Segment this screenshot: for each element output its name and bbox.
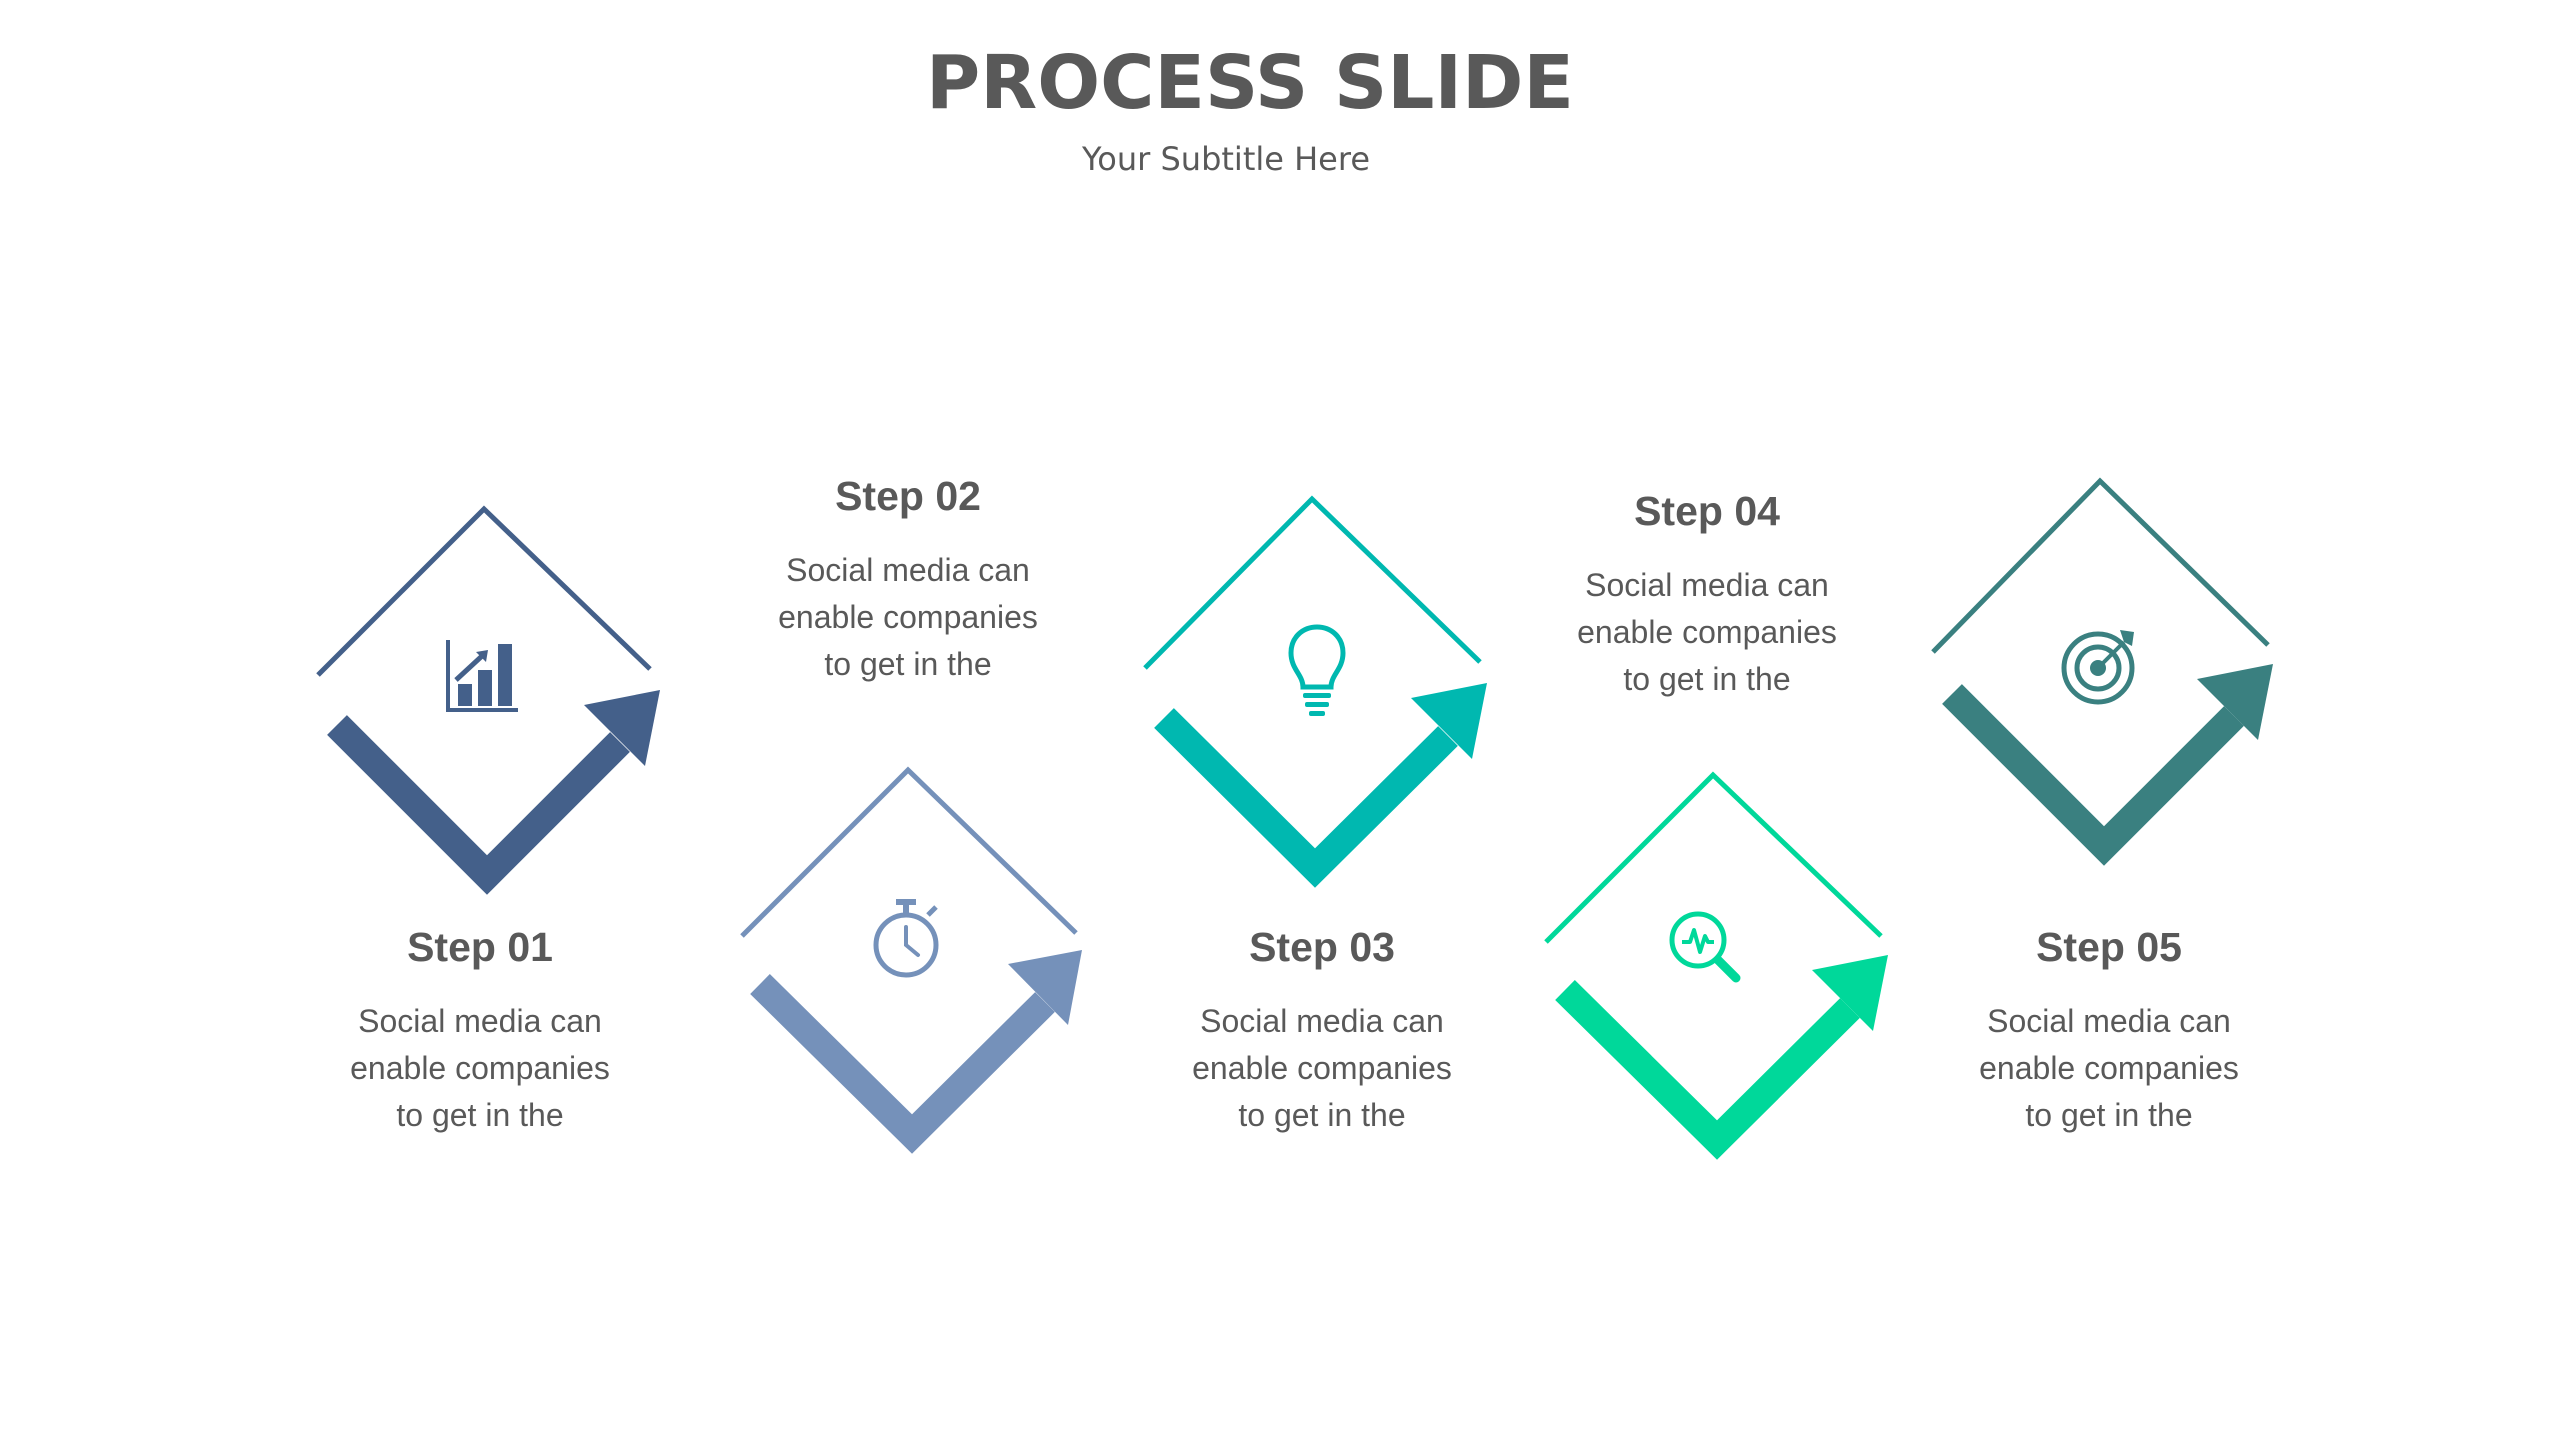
step-02-arrowhead	[1008, 950, 1082, 1025]
step-04-description: Social media can enable companies to get…	[1477, 562, 1937, 703]
step-05-line-3: to get in the	[2025, 1097, 2193, 1133]
step-02-title: Step 02	[835, 473, 981, 519]
step-03-diamond-outline	[1143, 495, 1482, 670]
step-01-arrow-body	[327, 715, 630, 895]
step-04-diamond	[1544, 771, 1888, 1160]
step-02-diamond-outline	[740, 766, 1078, 938]
step-05-diamond-outline	[1931, 477, 2270, 654]
step-05-arrow-body	[1942, 684, 2244, 866]
step-04-line-1: Social media can	[1585, 567, 1829, 603]
bar-chart-growth-icon	[446, 640, 518, 712]
step-05-text: Step 05 Social media can enable companie…	[1879, 922, 2339, 1139]
step-03-title: Step 03	[1249, 924, 1395, 970]
step-02-text: Step 02 Social media can enable companie…	[678, 471, 1138, 688]
step-05-diamond	[1931, 477, 2273, 866]
step-03-text: Step 03 Social media can enable companie…	[1092, 922, 1552, 1139]
step-05-line-1: Social media can	[1987, 1003, 2231, 1039]
step-03-diamond	[1143, 495, 1487, 888]
slide-title: PROCESS SLIDE	[926, 40, 1574, 126]
step-03-arrowhead	[1411, 683, 1487, 759]
step-02-description: Social media can enable companies to get…	[678, 547, 1138, 688]
step-04-line-3: to get in the	[1623, 661, 1791, 697]
step-01-arrowhead	[584, 690, 660, 766]
step-01-diamond	[316, 505, 660, 895]
step-03-line-2: enable companies	[1192, 1050, 1452, 1086]
step-02-line-2: enable companies	[778, 599, 1038, 635]
step-01-title: Step 01	[407, 924, 553, 970]
step-03-line-1: Social media can	[1200, 1003, 1444, 1039]
step-04-title: Step 04	[1634, 488, 1780, 534]
target-arrow-icon	[2061, 630, 2135, 705]
step-02-line-3: to get in the	[824, 646, 992, 682]
step-03-description: Social media can enable companies to get…	[1092, 998, 1552, 1139]
step-05-title: Step 05	[2036, 924, 2182, 970]
step-01-line-3: to get in the	[396, 1097, 564, 1133]
step-04-text: Step 04 Social media can enable companie…	[1477, 486, 1937, 703]
step-01-text: Step 01 Social media can enable companie…	[250, 922, 710, 1139]
lightbulb-icon	[1288, 624, 1346, 716]
step-04-line-2: enable companies	[1577, 614, 1837, 650]
magnifier-pulse-icon	[1669, 911, 1741, 983]
step-05-description: Social media can enable companies to get…	[1879, 998, 2339, 1139]
step-02-line-1: Social media can	[786, 552, 1030, 588]
step-01-description: Social media can enable companies to get…	[250, 998, 710, 1139]
step-01-line-1: Social media can	[358, 1003, 602, 1039]
step-05-arrowhead	[2197, 664, 2273, 740]
step-01-line-2: enable companies	[350, 1050, 610, 1086]
step-02-diamond	[740, 766, 1082, 1154]
step-01-diamond-outline	[316, 505, 652, 677]
step-04-arrow-body	[1555, 980, 1860, 1160]
step-05-line-2: enable companies	[1979, 1050, 2239, 1086]
step-04-diamond-outline	[1544, 771, 1883, 944]
stopwatch-icon	[873, 899, 939, 978]
step-03-line-3: to get in the	[1238, 1097, 1406, 1133]
step-04-arrowhead	[1812, 955, 1888, 1031]
slide-subtitle: Your Subtitle Here	[1081, 140, 1370, 178]
step-03-arrow-body	[1154, 708, 1458, 888]
step-02-arrow-body	[750, 974, 1055, 1154]
